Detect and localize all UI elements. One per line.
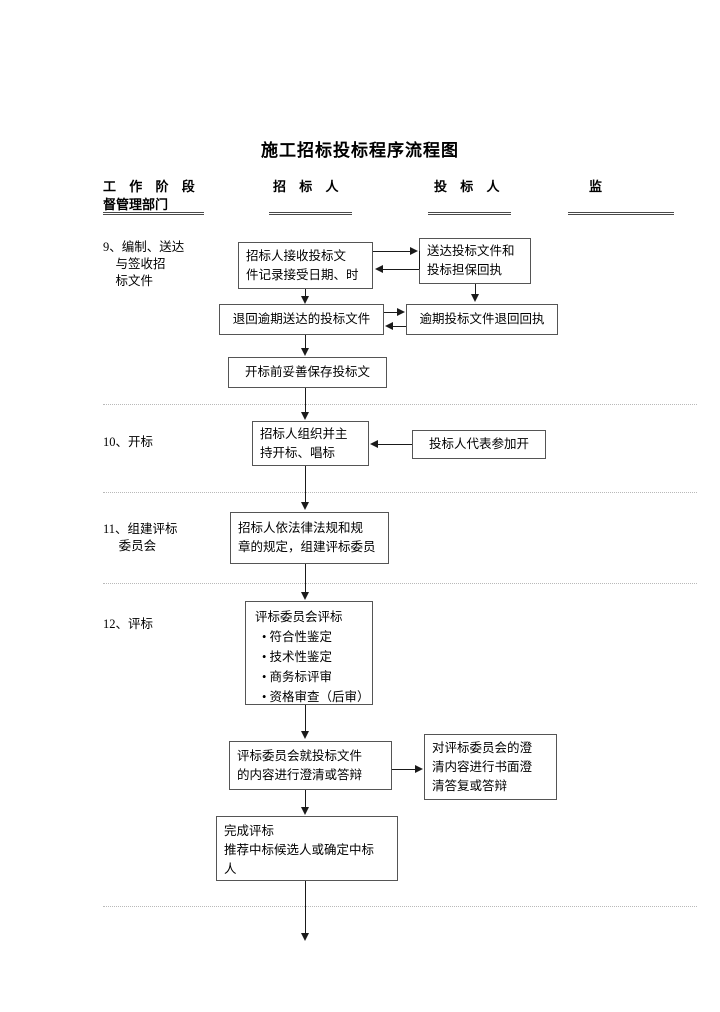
connector-clarify-to-finish bbox=[305, 790, 306, 810]
connector-return-to-receipt bbox=[384, 312, 398, 313]
node-overdue-return-receipt[interactable]: 逾期投标文件退回回执 bbox=[406, 304, 558, 335]
column-rule-tenderer bbox=[269, 212, 352, 216]
connector-finish-to-next-page bbox=[305, 881, 306, 936]
column-header-tenderer: 招 标 人 bbox=[273, 179, 344, 194]
arrowhead-clarify-to-finish bbox=[300, 807, 309, 815]
stage-label-10: 10、开标 bbox=[103, 435, 154, 449]
page-title: 施工招标投标程序流程图 bbox=[261, 141, 459, 160]
column-header-supervisor: 监 bbox=[589, 179, 608, 194]
arrowhead-safekeep-to-openbid bbox=[300, 412, 309, 420]
node-bidder-rep-attend[interactable]: 投标人代表参加开 bbox=[412, 430, 546, 459]
connector-deliver-down-stub bbox=[419, 251, 420, 269]
connector-receive-to-return bbox=[305, 289, 306, 299]
stage-label-11: 11、组建评标 委员会 bbox=[103, 522, 178, 553]
column-header-stage: 工 作 阶 段 bbox=[103, 179, 200, 194]
arrowhead-evaluation-to-clarify bbox=[300, 731, 309, 739]
section-separator-3 bbox=[103, 583, 697, 584]
section-separator-2 bbox=[103, 492, 697, 493]
node-evaluation[interactable]: 评标委员会评标 • 符合性鉴定 • 技术性鉴定 • 商务标评审 • 资格审查（后… bbox=[245, 601, 373, 705]
connector-receipt-to-return bbox=[392, 326, 406, 327]
arrowhead-return-to-safekeep bbox=[300, 348, 309, 356]
connector-committee-to-evaluation bbox=[305, 564, 306, 594]
arrowhead-deliver-to-overdue-receipt bbox=[470, 294, 479, 302]
connector-safekeep-to-openbid bbox=[305, 388, 306, 414]
evaluation-item-1: • 技术性鉴定 bbox=[262, 650, 333, 664]
stage-label-9: 9、编制、送达 与签收招 标文件 bbox=[103, 240, 185, 288]
arrowhead-receive-to-deliver bbox=[410, 246, 418, 255]
connector-receive-to-deliver bbox=[373, 251, 411, 252]
arrowhead-finish-to-next-page bbox=[300, 933, 309, 941]
arrowhead-return-to-receipt bbox=[397, 307, 405, 316]
connector-clarify-to-written bbox=[392, 769, 416, 770]
connector-deliver-to-receive bbox=[383, 269, 419, 270]
evaluation-item-2: • 商务标评审 bbox=[262, 670, 333, 684]
column-header-bidder: 投 标 人 bbox=[434, 179, 505, 194]
column-rule-supervisor bbox=[568, 212, 674, 216]
arrowhead-committee-to-evaluation bbox=[300, 592, 309, 600]
node-written-clarify-reply[interactable]: 对评标委员会的澄 清内容进行书面澄 清答复或答辩 bbox=[424, 734, 557, 800]
connector-return-to-safekeep bbox=[305, 335, 306, 348]
node-safekeep-before-open[interactable]: 开标前妥善保存投标文 bbox=[228, 357, 387, 388]
evaluation-header: 评标委员会评标 bbox=[255, 610, 343, 624]
node-receive-bid-docs[interactable]: 招标人接收投标文 件记录接受日期、时 bbox=[238, 242, 373, 289]
node-finish-evaluation[interactable]: 完成评标 推荐中标候选人或确定中标 人 bbox=[216, 816, 398, 881]
arrowhead-clarify-to-written bbox=[415, 764, 423, 773]
arrowhead-receipt-to-return bbox=[385, 321, 393, 330]
node-deliver-bid-docs[interactable]: 送达投标文件和 投标担保回执 bbox=[419, 238, 531, 284]
arrowhead-openbid-to-committee bbox=[300, 502, 309, 510]
evaluation-item-3: • 资格审查（后审） bbox=[262, 690, 370, 704]
arrowhead-deliver-to-receive bbox=[375, 264, 383, 273]
node-organize-open-bid[interactable]: 招标人组织并主 持开标、唱标 bbox=[252, 421, 369, 466]
node-form-committee[interactable]: 招标人依法律法规和规 章的规定，组建评标委员 bbox=[230, 512, 389, 564]
column-rule-bidder bbox=[428, 212, 511, 216]
connector-openbid-to-committee bbox=[305, 466, 306, 504]
connector-evaluation-to-clarify bbox=[305, 705, 306, 733]
arrowhead-bidderrep-to-openbid bbox=[370, 439, 378, 448]
section-separator-1 bbox=[103, 404, 697, 405]
column-header-stage-line2: 督管理部门 bbox=[103, 197, 169, 212]
evaluation-item-0: • 符合性鉴定 bbox=[262, 630, 333, 644]
arrowhead-receive-to-return bbox=[300, 296, 309, 304]
node-committee-clarify[interactable]: 评标委员会就投标文件 的内容进行澄清或答辩 bbox=[229, 741, 392, 790]
column-rule-stage bbox=[103, 212, 204, 216]
stage-label-12: 12、评标 bbox=[103, 617, 154, 631]
connector-deliver-to-overdue-receipt bbox=[475, 284, 476, 296]
node-return-overdue-docs[interactable]: 退回逾期送达的投标文件 bbox=[219, 304, 384, 335]
section-separator-4 bbox=[103, 906, 697, 907]
connector-bidderrep-to-openbid bbox=[378, 444, 412, 445]
